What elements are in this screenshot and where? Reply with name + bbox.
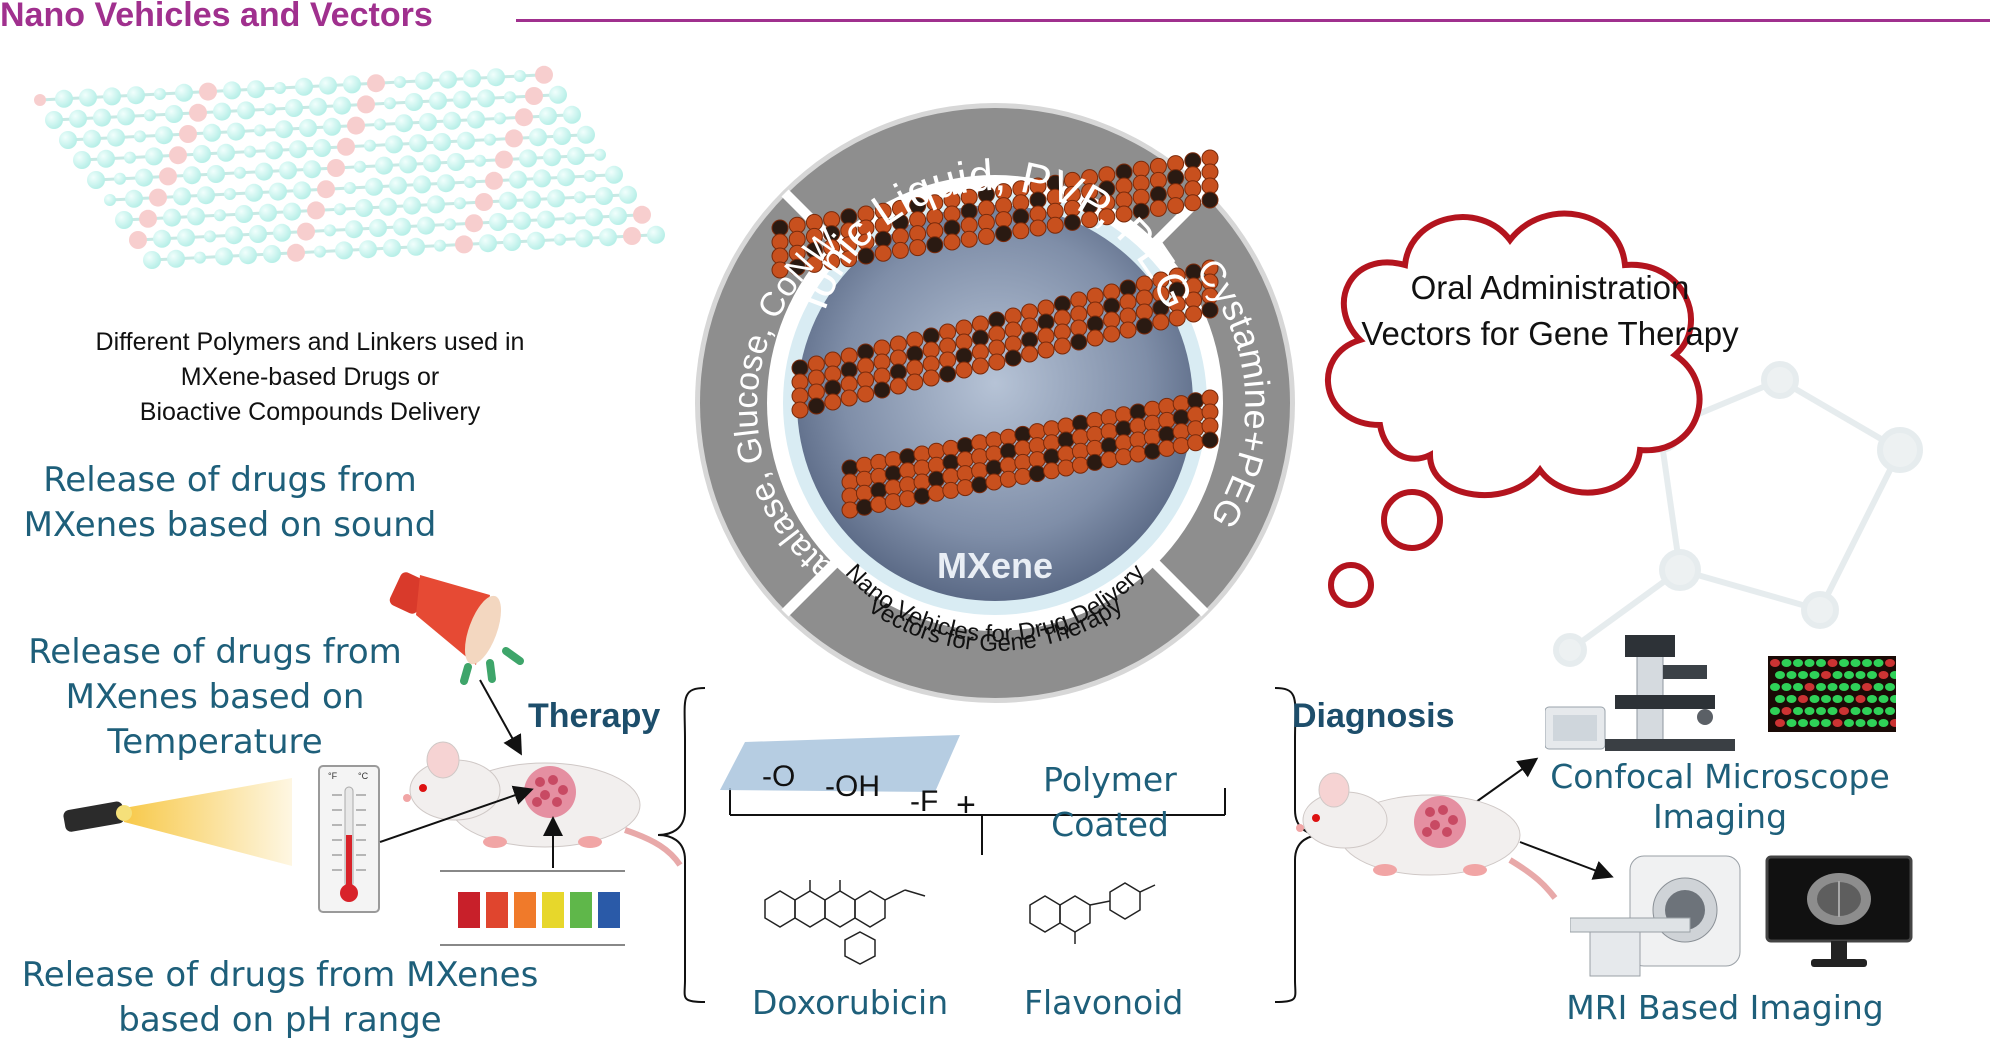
megaphone-icon xyxy=(389,572,524,685)
middle-bracket xyxy=(657,687,1323,1003)
polymer-coated-text: Polymer Coated xyxy=(1010,757,1210,847)
mxene-sheets xyxy=(771,149,1219,519)
therapy-label: Therapy xyxy=(528,697,661,735)
lattice-illustration xyxy=(34,65,665,269)
confocal-microscope-icon xyxy=(1545,635,1735,751)
confocal-image-icon xyxy=(1768,656,1896,732)
temperature-line-1: Release of drugs from xyxy=(28,632,402,672)
polymer-coated-line-2: Coated xyxy=(1051,805,1169,844)
confocal-line-1: Confocal Microscope xyxy=(1550,757,1890,796)
polymers-line-3: Bioactive Compounds Delivery xyxy=(139,398,481,426)
polymers-line-2: MXene-based Drugs or xyxy=(180,363,440,391)
mri-text: MRI Based Imaging xyxy=(1566,988,1884,1027)
plus-sign: + xyxy=(956,786,976,824)
temperature-line-3: Temperature xyxy=(107,722,323,762)
temperature-release-text: Release of drugs from MXenes based on Te… xyxy=(20,630,410,765)
confocal-text: Confocal Microscope Imaging xyxy=(1530,757,1910,837)
mri-monitor-icon xyxy=(1765,855,1913,967)
f-group-label: -F xyxy=(910,785,939,818)
mxene-ring-diagram: MXene Ionic Liquid, PVP, PEG Catalase, G… xyxy=(690,98,1295,703)
ph-line-2: based on pH range xyxy=(118,1000,442,1040)
sound-line-1: Release of drugs from xyxy=(43,460,417,500)
ph-strip-icon xyxy=(440,870,625,946)
oh-group-label: -OH xyxy=(825,770,880,803)
flavonoid-structure-icon xyxy=(1029,882,1156,944)
doxorubicin-structure-icon xyxy=(764,880,926,965)
svg-text:°F: °F xyxy=(328,771,338,781)
thermometer-icon: °F °C xyxy=(318,765,380,913)
diagnosis-label: Diagnosis xyxy=(1292,697,1455,735)
cloud-line-2: Vectors for Gene Therapy xyxy=(1361,315,1739,352)
sound-line-2: MXenes based on sound xyxy=(23,505,437,545)
mxene-sheet-icon xyxy=(720,735,960,792)
mri-machine-icon xyxy=(1570,855,1741,977)
polymer-coated-line-1: Polymer xyxy=(1043,760,1177,799)
o-group-label: -O xyxy=(762,760,796,793)
thought-cloud xyxy=(1325,210,1703,608)
cloud-text: Oral Administration Vectors for Gene The… xyxy=(1320,265,1780,357)
temperature-line-2: MXenes based on xyxy=(65,677,365,717)
doxorubicin-label: Doxorubicin xyxy=(752,983,949,1022)
title-divider xyxy=(516,19,1990,22)
flavonoid-label: Flavonoid xyxy=(1024,983,1184,1022)
therapy-mouse-illustration xyxy=(403,741,683,867)
page-title: Nano Vehicles and Vectors xyxy=(0,0,433,34)
cloud-line-1: Oral Administration xyxy=(1410,269,1690,306)
flashlight-icon xyxy=(63,778,292,866)
diagnosis-mouse-illustration xyxy=(1296,772,1558,900)
confocal-line-2: Imaging xyxy=(1652,797,1788,836)
ph-line-1: Release of drugs from MXenes xyxy=(21,955,539,995)
polymers-linkers-text: Different Polymers and Linkers used in M… xyxy=(40,325,580,430)
sound-release-text: Release of drugs from MXenes based on so… xyxy=(20,458,440,548)
svg-text:°C: °C xyxy=(358,771,369,781)
ph-release-text: Release of drugs from MXenes based on pH… xyxy=(15,953,545,1043)
mxene-core-label: MXene xyxy=(937,545,1053,586)
polymers-line-1: Different Polymers and Linkers used in xyxy=(95,328,525,356)
